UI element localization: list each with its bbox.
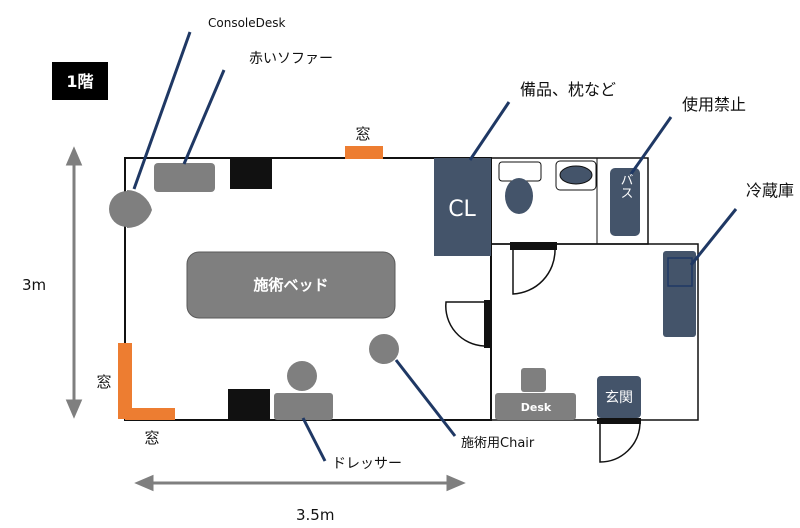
dresser-label: ドレッサー xyxy=(332,456,402,472)
closet xyxy=(434,158,491,256)
leader-fridge xyxy=(689,208,738,266)
in-use-label: 使用禁止 xyxy=(682,95,746,114)
door-main xyxy=(445,300,492,348)
bath-label: バス xyxy=(618,173,634,199)
treatment-chair-label: 施術用Chair xyxy=(461,436,535,451)
width-dimension-arrow xyxy=(134,474,466,492)
red-sofa xyxy=(154,163,215,192)
dresser xyxy=(274,393,333,420)
leader-treatment-chair xyxy=(394,359,457,437)
treatment-bed xyxy=(186,251,396,319)
window-left-label: 窓 xyxy=(96,373,111,391)
desk-label: Desk xyxy=(521,401,552,414)
dresser-stool xyxy=(287,361,317,391)
window-top xyxy=(345,146,383,159)
desk xyxy=(495,393,576,420)
closet-label: CL xyxy=(448,197,476,222)
fridge xyxy=(663,251,696,337)
supplies-label: 備品、枕など xyxy=(520,80,616,99)
width-dimension-label: 3.5m xyxy=(296,506,334,524)
treatment-bed-label: 施術ベッド xyxy=(253,276,328,294)
red-sofa-label: 赤いソファー xyxy=(249,51,333,67)
leader-dresser xyxy=(301,417,327,462)
window-bottom xyxy=(125,408,175,420)
entrance xyxy=(597,376,641,418)
leader-red-sofa xyxy=(182,69,226,165)
door-bath xyxy=(510,242,557,295)
fridge-label: 冷蔵庫 xyxy=(746,181,794,200)
fridge-door xyxy=(667,257,693,287)
sink-basin xyxy=(559,165,593,185)
black-cabinet-top xyxy=(230,158,272,189)
leader-console-desk xyxy=(132,31,192,190)
door-entrance xyxy=(597,418,641,463)
desk-chair xyxy=(521,368,546,392)
height-dimension-label: 3m xyxy=(22,276,46,294)
floor-badge: 1階 xyxy=(66,72,93,91)
leader-in-use xyxy=(629,116,673,175)
height-dimension-arrow xyxy=(65,146,83,419)
window-top-label: 窓 xyxy=(355,125,370,143)
leader-supplies xyxy=(468,101,511,161)
bath xyxy=(610,168,640,236)
treatment-chair xyxy=(369,334,399,364)
window-bottom-label: 窓 xyxy=(144,429,159,447)
window-left xyxy=(118,343,132,419)
entrance-label: 玄関 xyxy=(605,389,633,406)
floor-badge-bg xyxy=(52,62,108,100)
toilet-bowl xyxy=(505,178,533,214)
console-desk-label: ConsoleDesk xyxy=(208,16,286,30)
black-cabinet-bottom xyxy=(228,389,270,420)
